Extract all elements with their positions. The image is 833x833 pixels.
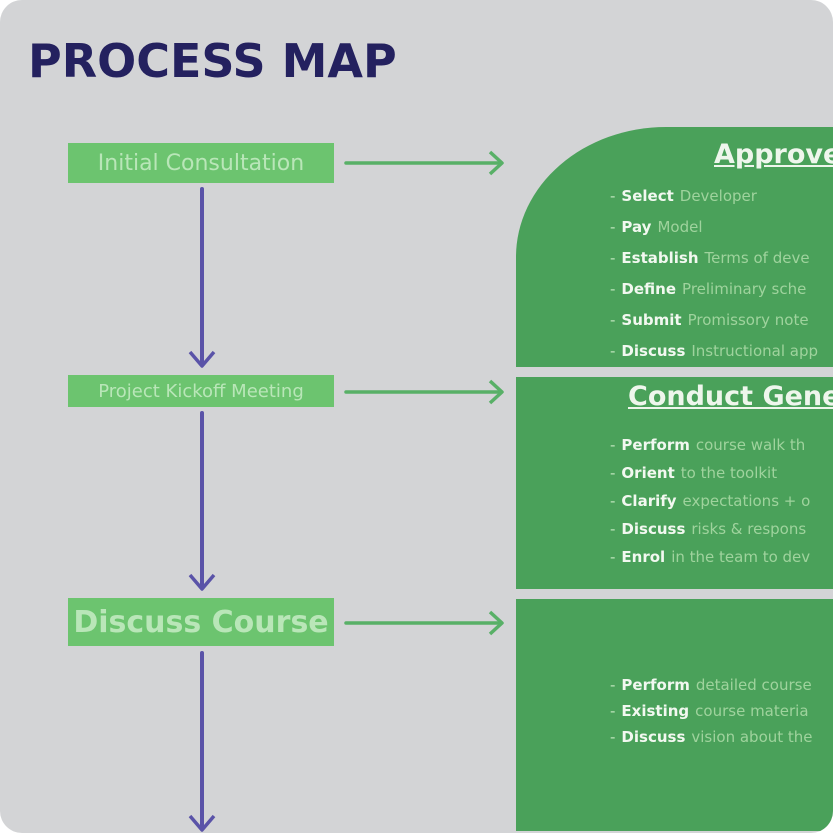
step-initial-consultation: Initial Consultation <box>68 143 334 183</box>
step-discuss-course: Discuss Course <box>68 598 334 646</box>
flow-arrowhead <box>188 814 216 832</box>
flow-arrowhead <box>488 610 504 636</box>
flow-arrowhead <box>488 379 504 405</box>
panel-title: Approve <box>714 139 833 170</box>
panel-title: Conduct Gener <box>628 381 833 412</box>
flow-arrowhead <box>188 350 216 368</box>
flow-arrowhead <box>488 150 504 176</box>
flow-arrowhead <box>188 573 216 591</box>
step-project-kickoff-meeting: Project Kickoff Meeting <box>68 375 334 407</box>
page-title: PROCESS MAP <box>28 34 397 88</box>
